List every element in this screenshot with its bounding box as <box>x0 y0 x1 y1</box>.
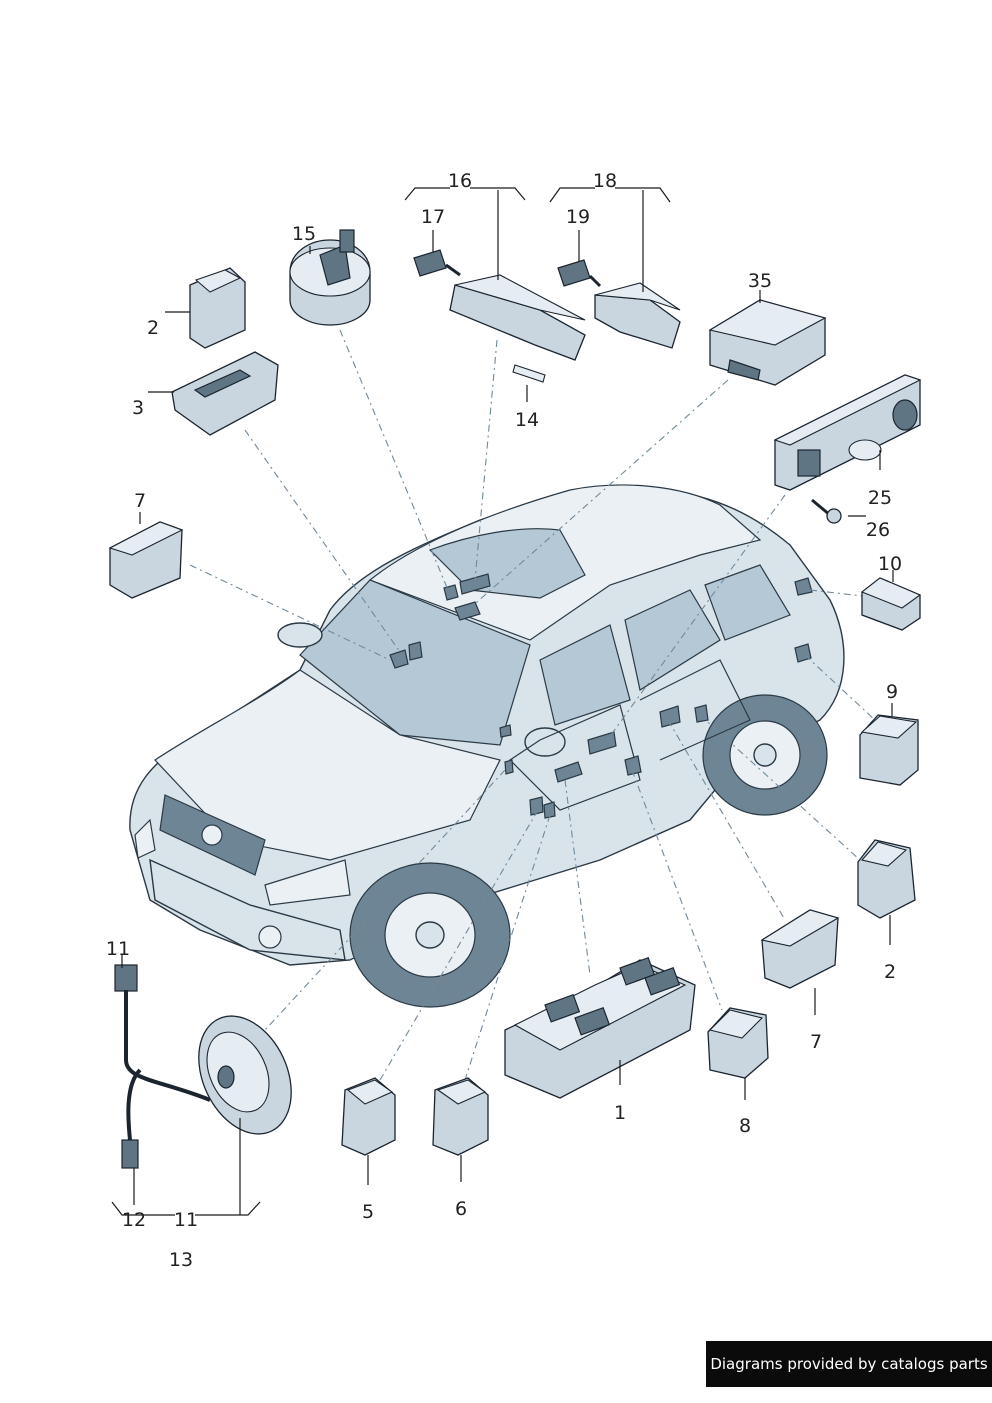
part-1-master-switch <box>504 956 696 1099</box>
callout-18: 18 <box>593 170 617 192</box>
part-15-rotary-switch <box>289 229 371 326</box>
footer-credit-banner: Diagrams provided by catalogs parts <box>706 1341 992 1387</box>
callout-35: 35 <box>748 270 772 292</box>
part-6-switch <box>432 1077 489 1156</box>
callout-10: 10 <box>878 553 902 575</box>
callout-6: 6 <box>455 1198 467 1220</box>
callout-16: 16 <box>448 170 472 192</box>
part-26-screw <box>811 498 842 524</box>
location-lines <box>189 329 876 1081</box>
part-7-switch-left <box>108 521 184 599</box>
part-8-switch <box>707 1007 769 1079</box>
part-2-switch-upper <box>189 267 246 349</box>
callout-7-right: 7 <box>810 1031 822 1053</box>
callout-9: 9 <box>886 681 898 703</box>
callout-11-lower: 11 <box>174 1209 198 1231</box>
part-16-17-module-harness <box>413 249 586 361</box>
callout-12: 12 <box>122 1209 146 1231</box>
part-2-switch-right <box>857 839 916 919</box>
callout-1: 1 <box>614 1102 626 1124</box>
callout-11-upper: 11 <box>106 938 130 960</box>
footer-credit-text: Diagrams provided by catalogs parts <box>710 1355 988 1373</box>
vehicle-illustration <box>129 484 845 1008</box>
callout-numbers: 16 17 18 19 15 2 35 3 14 7 25 26 10 9 11… <box>106 170 902 1271</box>
part-18-19-module-harness <box>557 259 681 349</box>
callout-7-left: 7 <box>134 490 146 512</box>
callout-5: 5 <box>362 1201 374 1223</box>
part-5-switch <box>341 1077 396 1156</box>
callout-15: 15 <box>292 223 316 245</box>
callout-26: 26 <box>866 519 890 541</box>
callout-8: 8 <box>739 1115 751 1137</box>
part-9-switch <box>859 714 919 786</box>
part-3-switch-frame <box>171 351 279 436</box>
part-10-switch <box>860 577 922 631</box>
callout-14: 14 <box>515 409 539 431</box>
callout-13: 13 <box>169 1249 193 1271</box>
part-25-switch-panel <box>773 374 922 491</box>
callout-3: 3 <box>132 397 144 419</box>
callout-2-lower: 2 <box>884 961 896 983</box>
part-14-clip <box>512 364 546 383</box>
callout-leaders <box>111 187 894 1216</box>
part-7-switch-right <box>760 909 840 989</box>
part-35-control-unit <box>708 299 827 386</box>
callout-17: 17 <box>421 206 445 228</box>
part-11-12-speaker-harness <box>114 964 292 1169</box>
callout-19: 19 <box>566 206 590 228</box>
callout-2-upper: 2 <box>147 317 159 339</box>
callout-25: 25 <box>868 487 892 509</box>
